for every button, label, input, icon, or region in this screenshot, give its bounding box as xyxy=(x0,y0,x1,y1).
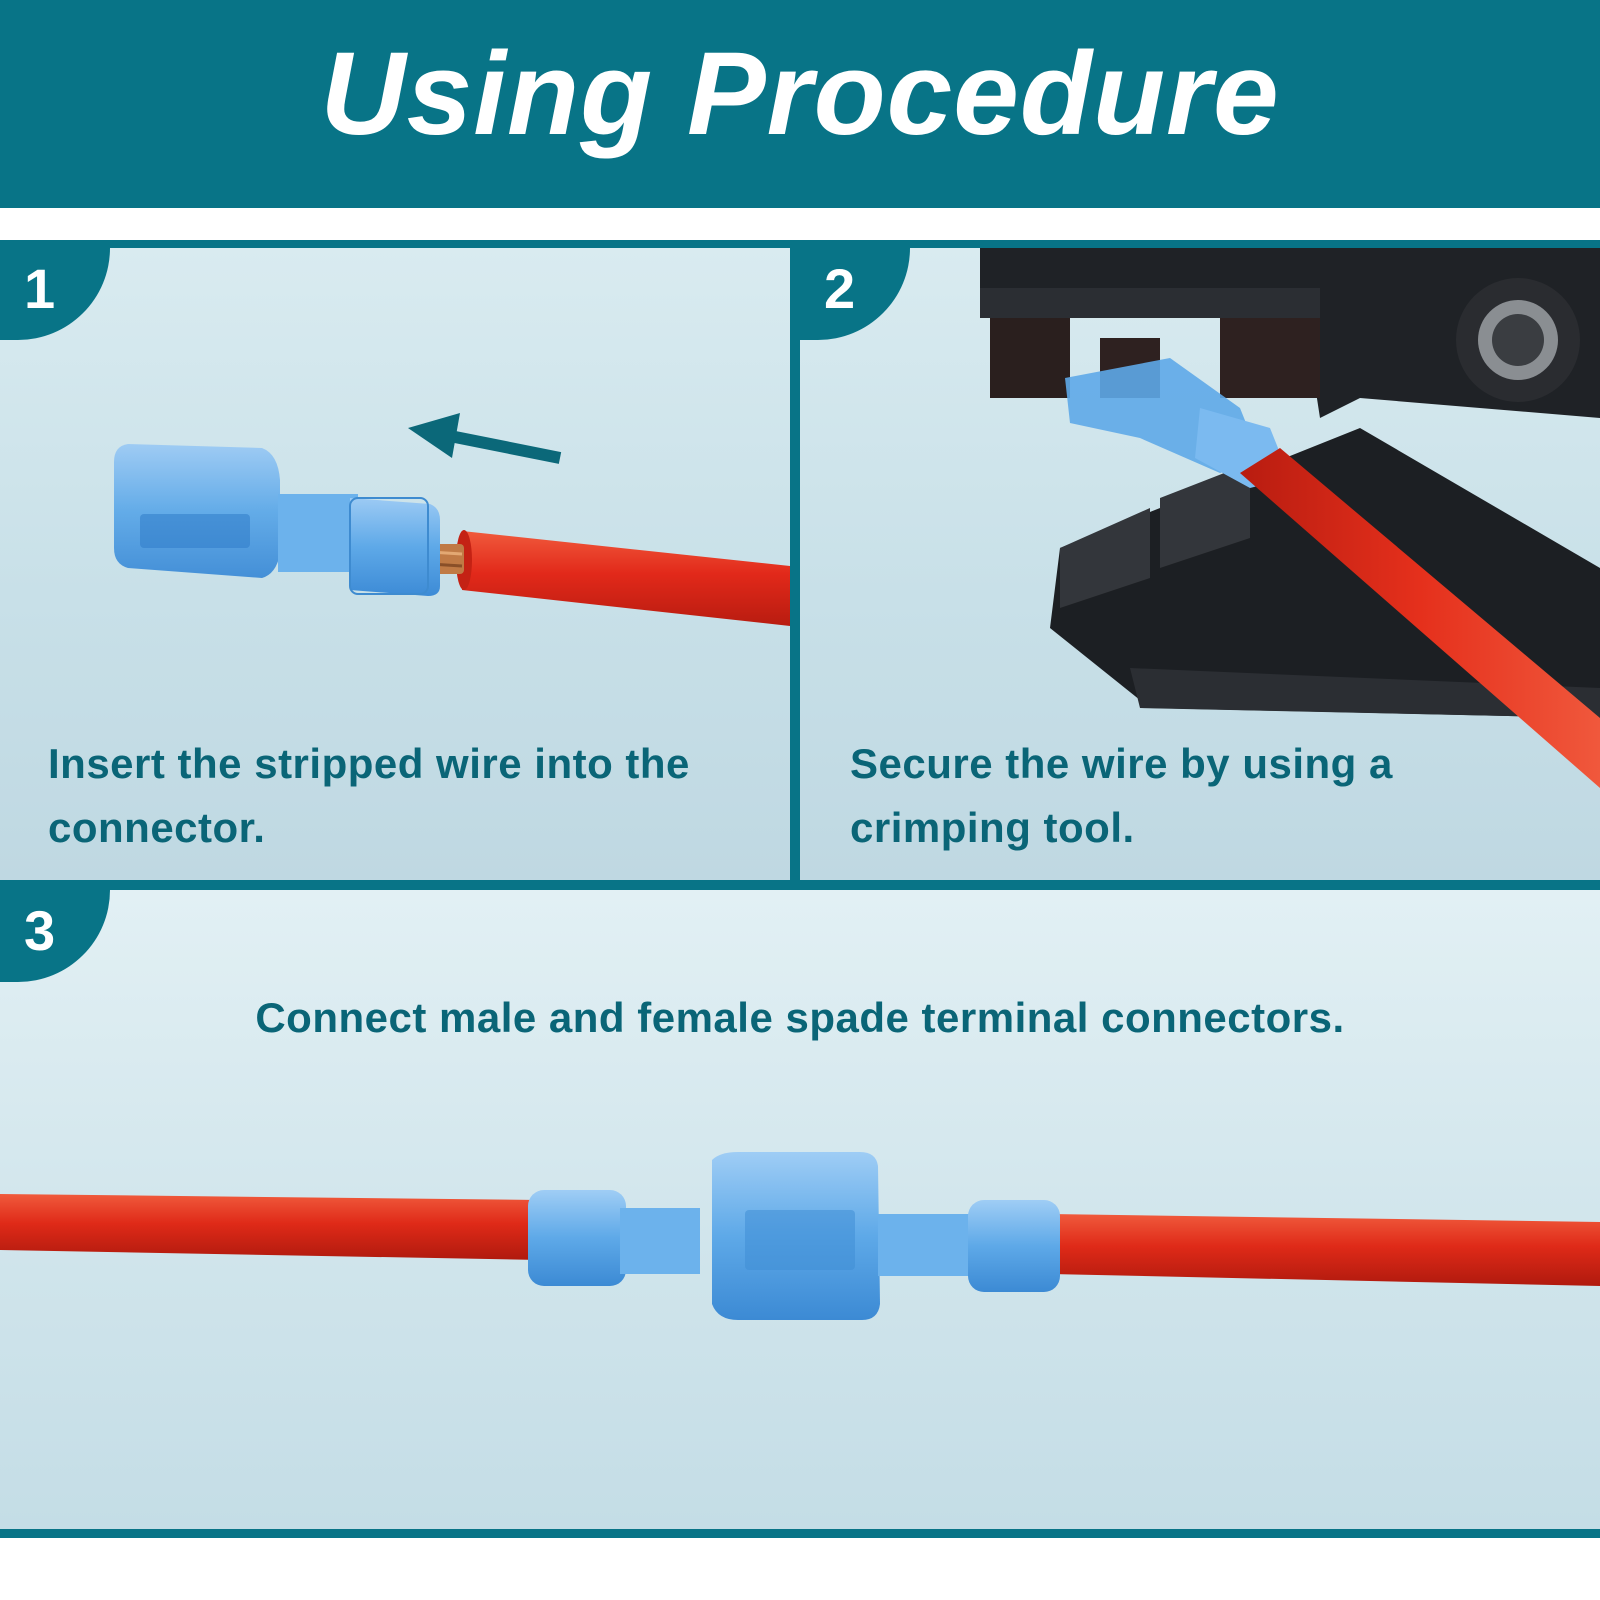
insert-arrow-icon xyxy=(408,413,562,464)
steps-frame: 1 Insert the stripped wire into the conn… xyxy=(0,240,1600,1538)
step-1-panel: 1 Insert the stripped wire into the conn… xyxy=(0,248,790,880)
page-title: Using Procedure xyxy=(320,28,1280,160)
red-wire xyxy=(1240,448,1600,788)
step-1-illustration xyxy=(114,413,790,626)
crimping-tool-upper-jaw xyxy=(980,248,1600,418)
step-3-panel: 3 Connect male and female spade terminal… xyxy=(0,890,1600,1529)
step-3-caption: Connect male and female spade terminal c… xyxy=(255,994,1345,1041)
step-1-caption: Insert the stripped wire into the connec… xyxy=(48,740,690,851)
red-wire xyxy=(456,530,790,626)
left-red-wire xyxy=(0,1194,540,1260)
title-banner: Using Procedure xyxy=(0,0,1600,208)
joined-spade-connectors xyxy=(528,1152,1060,1320)
female-spade-connector xyxy=(114,444,440,596)
step-2-illustration xyxy=(980,248,1600,788)
right-red-wire xyxy=(1050,1214,1600,1286)
step-2-panel: 2 Secure the wire by using a crimping to… xyxy=(800,248,1600,880)
step-2-caption: Secure the wire by using a crimping tool… xyxy=(850,740,1393,851)
step-3-illustration xyxy=(0,1152,1600,1320)
